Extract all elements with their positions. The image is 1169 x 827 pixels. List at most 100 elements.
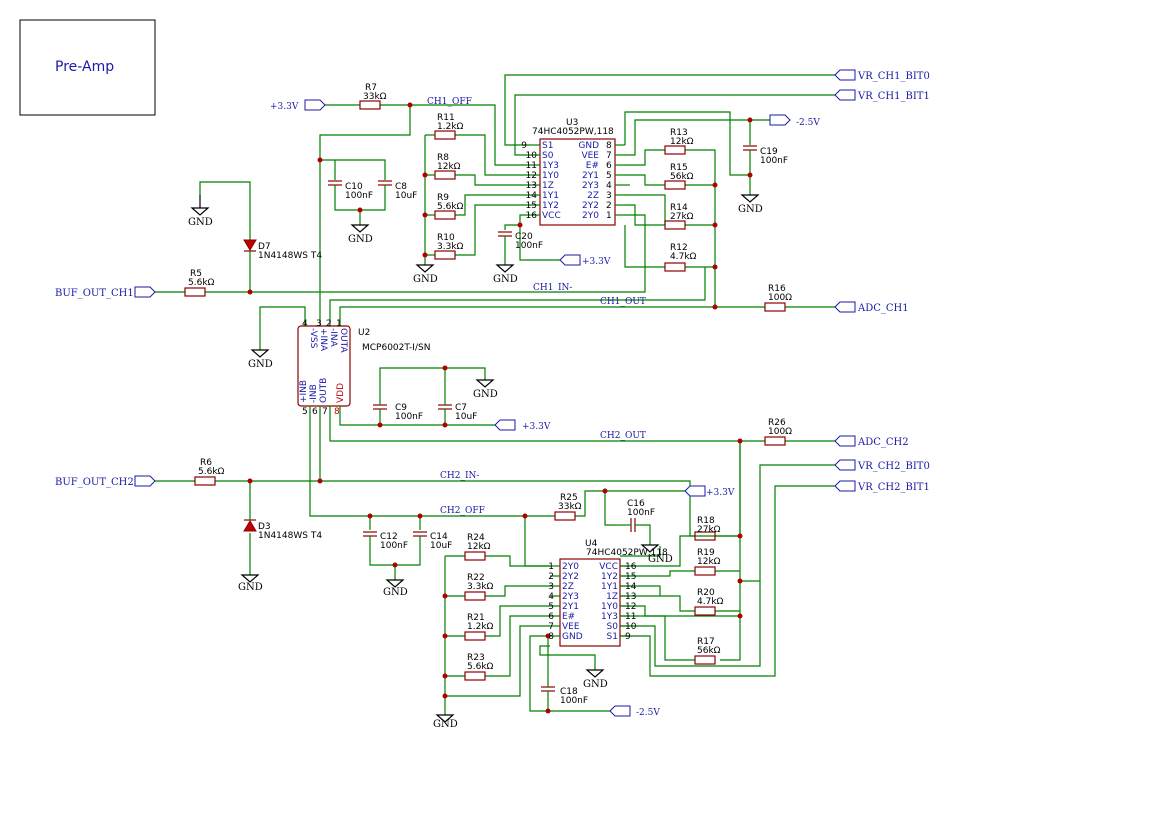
resistor-r10: R10 3.3kΩ	[434, 233, 464, 260]
svg-text:ADC_CH2: ADC_CH2	[857, 437, 909, 448]
svg-text:R13: R13	[670, 128, 688, 138]
gnd-r-bank2: GND	[433, 714, 458, 730]
svg-text:C19: C19	[760, 147, 778, 157]
power-3v3-u4: +3.3V	[684, 485, 735, 498]
svg-text:R25: R25	[560, 493, 578, 503]
svg-text:-2.5V: -2.5V	[796, 118, 820, 128]
svg-text:R17: R17	[697, 637, 715, 647]
port-vr-ch2-bit0: VR_CH2_BIT0	[834, 459, 930, 472]
gnd-c20: GND	[493, 264, 518, 285]
svg-text:D7: D7	[258, 242, 271, 252]
svg-text:R11: R11	[437, 113, 455, 123]
svg-text:6: 6	[548, 612, 554, 622]
resistor-r23: R23 5.6kΩ	[464, 653, 494, 681]
svg-text:3: 3	[548, 582, 554, 592]
svg-text:11: 11	[625, 612, 636, 622]
svg-text:ADC_CH1: ADC_CH1	[857, 303, 909, 314]
resistor-r7: R7 33kΩ	[359, 83, 387, 110]
svg-text:C16: C16	[627, 499, 645, 509]
svg-text:100nF: 100nF	[395, 412, 423, 422]
svg-text:27kΩ: 27kΩ	[697, 525, 721, 535]
svg-text:100nF: 100nF	[627, 508, 655, 518]
resistor-r16: R16 100Ω	[764, 284, 792, 312]
svg-text:U2: U2	[358, 328, 370, 338]
port-vr-ch1-bit1: VR_CH1_BIT1	[834, 89, 930, 102]
svg-text:GND: GND	[473, 389, 498, 400]
svg-text:BUF_OUT_CH2: BUF_OUT_CH2	[55, 477, 134, 488]
svg-text:1Y2: 1Y2	[601, 572, 618, 582]
svg-text:R15: R15	[670, 163, 688, 173]
svg-text:MCP6002T-I/SN: MCP6002T-I/SN	[362, 343, 430, 353]
svg-text:10uF: 10uF	[430, 541, 452, 551]
svg-text:C9: C9	[395, 403, 407, 413]
svg-text:3.3kΩ: 3.3kΩ	[467, 582, 494, 592]
svg-text:2Y3: 2Y3	[582, 181, 599, 191]
capacitor-c12: C12 100nF	[363, 531, 408, 551]
svg-text:GND: GND	[648, 554, 673, 565]
resistor-r9: R9 5.6kΩ	[434, 193, 464, 220]
svg-text:VEE: VEE	[562, 622, 580, 632]
resistor-r12: R12 4.7kΩ	[664, 243, 697, 272]
svg-text:16: 16	[526, 211, 538, 221]
svg-text:100nF: 100nF	[345, 191, 373, 201]
port-buf-out-ch1: BUF_OUT_CH1	[55, 286, 156, 299]
svg-text:C18: C18	[560, 687, 578, 697]
svg-text:R14: R14	[670, 203, 688, 213]
gnd-r-bank1: GND	[413, 264, 438, 285]
capacitor-c20: C20 100nF	[498, 231, 543, 251]
resistor-r14: R14 27kΩ	[664, 203, 694, 230]
capacitor-c9: C9 100nF	[373, 400, 423, 422]
svg-text:OUTB: OUTB	[319, 378, 329, 403]
svg-text:4: 4	[606, 181, 612, 191]
capacitor-c7: C7 10uF	[438, 400, 477, 422]
svg-text:2Z: 2Z	[587, 191, 599, 201]
svg-text:1Z: 1Z	[542, 181, 554, 191]
svg-text:13: 13	[526, 181, 537, 191]
svg-text:1N4148WS T4: 1N4148WS T4	[258, 251, 322, 261]
svg-text:GND: GND	[383, 587, 408, 598]
svg-text:5: 5	[606, 171, 612, 181]
svg-text:2Y3: 2Y3	[562, 592, 579, 602]
svg-text:33kΩ: 33kΩ	[558, 502, 582, 512]
net-ch1-off: CH1_OFF	[427, 97, 472, 107]
diode-d3: D3 1N4148WS T4	[243, 518, 322, 541]
power-neg2v5-bottom: -2.5V	[609, 705, 660, 718]
svg-text:12kΩ: 12kΩ	[467, 542, 491, 552]
svg-text:2Y0: 2Y0	[582, 211, 599, 221]
resistor-r26: R26 100Ω	[764, 418, 792, 446]
svg-text:1: 1	[548, 562, 554, 572]
resistor-r25: R25 33kΩ	[554, 493, 582, 521]
svg-text:13: 13	[625, 592, 636, 602]
svg-text:D3: D3	[258, 522, 271, 532]
svg-text:C12: C12	[380, 532, 398, 542]
gnd-d3: GND	[238, 574, 263, 593]
svg-text:56kΩ: 56kΩ	[670, 172, 694, 182]
svg-text:GND: GND	[562, 632, 583, 642]
svg-text:4.7kΩ: 4.7kΩ	[697, 597, 724, 607]
svg-text:1Z: 1Z	[606, 592, 618, 602]
svg-text:R16: R16	[768, 284, 786, 294]
svg-text:GND: GND	[583, 679, 608, 690]
svg-text:8: 8	[334, 407, 340, 417]
svg-text:100Ω: 100Ω	[768, 293, 792, 303]
svg-text:C7: C7	[455, 403, 467, 413]
svg-text:+INA: +INA	[318, 328, 328, 352]
svg-text:10uF: 10uF	[395, 191, 417, 201]
title-box	[19, 19, 156, 116]
svg-text:R18: R18	[697, 516, 715, 526]
svg-text:R21: R21	[467, 613, 485, 623]
svg-text:7: 7	[548, 622, 554, 632]
svg-text:R23: R23	[467, 653, 485, 663]
svg-text:56kΩ: 56kΩ	[697, 646, 721, 656]
power-3v3-u2: +3.3V	[494, 419, 551, 432]
svg-text:R22: R22	[467, 573, 485, 583]
svg-text:2Y1: 2Y1	[582, 171, 599, 181]
ic-u2: 4 3 2 1 -VSS +INA -INA OUTA +INB -INB OU…	[297, 319, 430, 417]
svg-text:VCC: VCC	[542, 211, 561, 221]
svg-text:-VSS: -VSS	[308, 328, 318, 349]
svg-text:4: 4	[302, 319, 308, 329]
svg-text:3.3kΩ: 3.3kΩ	[437, 242, 464, 252]
svg-text:100nF: 100nF	[760, 156, 788, 166]
